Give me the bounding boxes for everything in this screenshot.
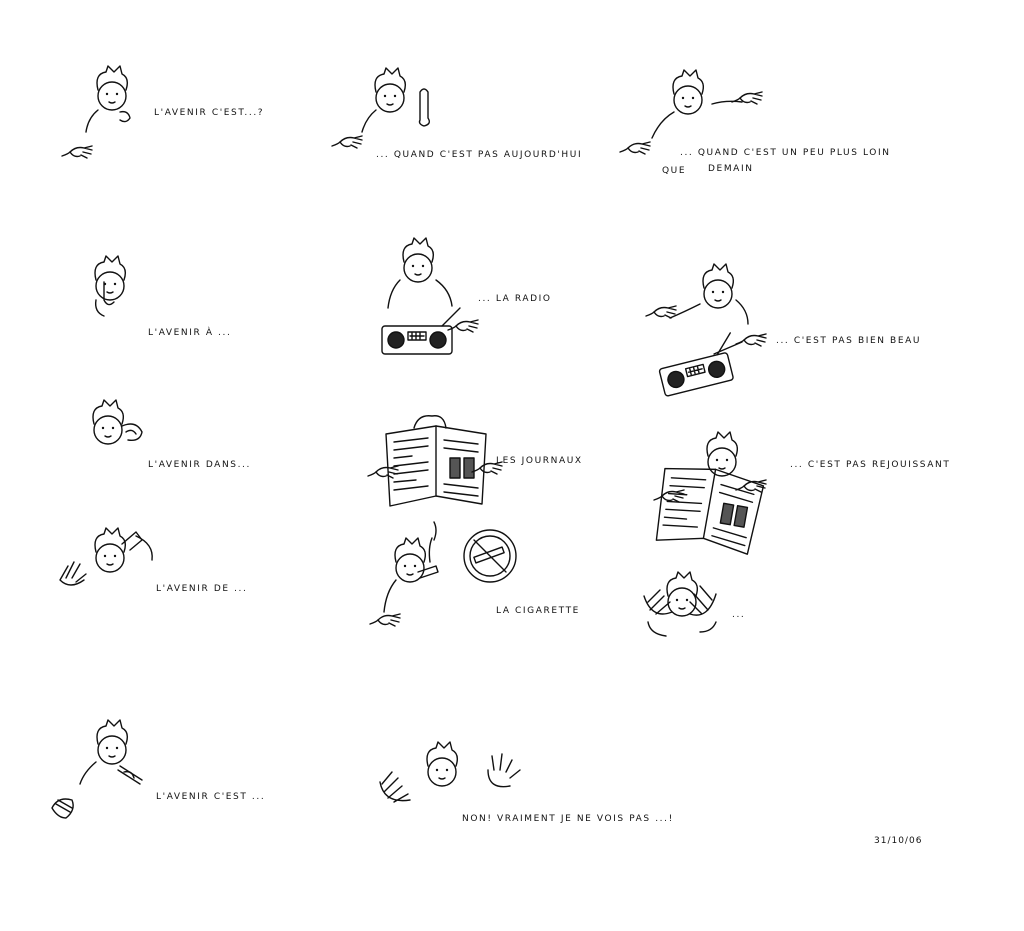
panel-3-figure bbox=[619, 69, 763, 155]
caption-panel-8: les journaux bbox=[496, 456, 583, 466]
caption-panel-7: l'avenir dans... bbox=[148, 460, 251, 470]
caption-panel-9: ... c'est pas rejouissant bbox=[790, 460, 951, 470]
panel-1-figure bbox=[61, 65, 131, 159]
panel-2-figure bbox=[331, 67, 431, 149]
panel-14-figure bbox=[379, 741, 521, 803]
panel-6-figure bbox=[645, 263, 767, 398]
caption-panel-11: la cigarette bbox=[496, 606, 580, 616]
caption-panel-3a: ... quand c'est un peu plus loin bbox=[680, 148, 891, 158]
caption-panel-3b: que bbox=[662, 166, 687, 176]
caption-panel-14: non! vraiment je ne vois pas ...! bbox=[462, 814, 674, 824]
panel-13-figure bbox=[51, 719, 143, 819]
panel-11-figure bbox=[369, 521, 517, 627]
caption-panel-3c: demain bbox=[708, 164, 754, 174]
caption-panel-10: l'avenir de ... bbox=[156, 584, 248, 594]
caption-panel-2: ... quand c'est pas aujourd'hui bbox=[376, 150, 583, 160]
caption-panel-13: l'avenir c'est ... bbox=[156, 792, 266, 802]
caption-panel-6: ... c'est pas bien beau bbox=[776, 336, 922, 346]
panel-5-figure bbox=[381, 237, 479, 355]
panel-4-figure bbox=[94, 255, 127, 317]
panel-12-figure bbox=[643, 571, 717, 637]
caption-panel-5: ... la radio bbox=[478, 294, 552, 304]
panel-8-figure bbox=[367, 415, 503, 507]
caption-panel-4: l'avenir à ... bbox=[148, 328, 232, 338]
panel-7-figure bbox=[92, 399, 143, 445]
caption-panel-1: l'avenir c'est...? bbox=[154, 108, 265, 118]
panel-10-figure bbox=[59, 527, 153, 586]
caption-panel-12: ... bbox=[732, 610, 746, 620]
date-signature: 31/10/06 bbox=[874, 836, 923, 846]
panel-9-figure bbox=[651, 431, 767, 558]
